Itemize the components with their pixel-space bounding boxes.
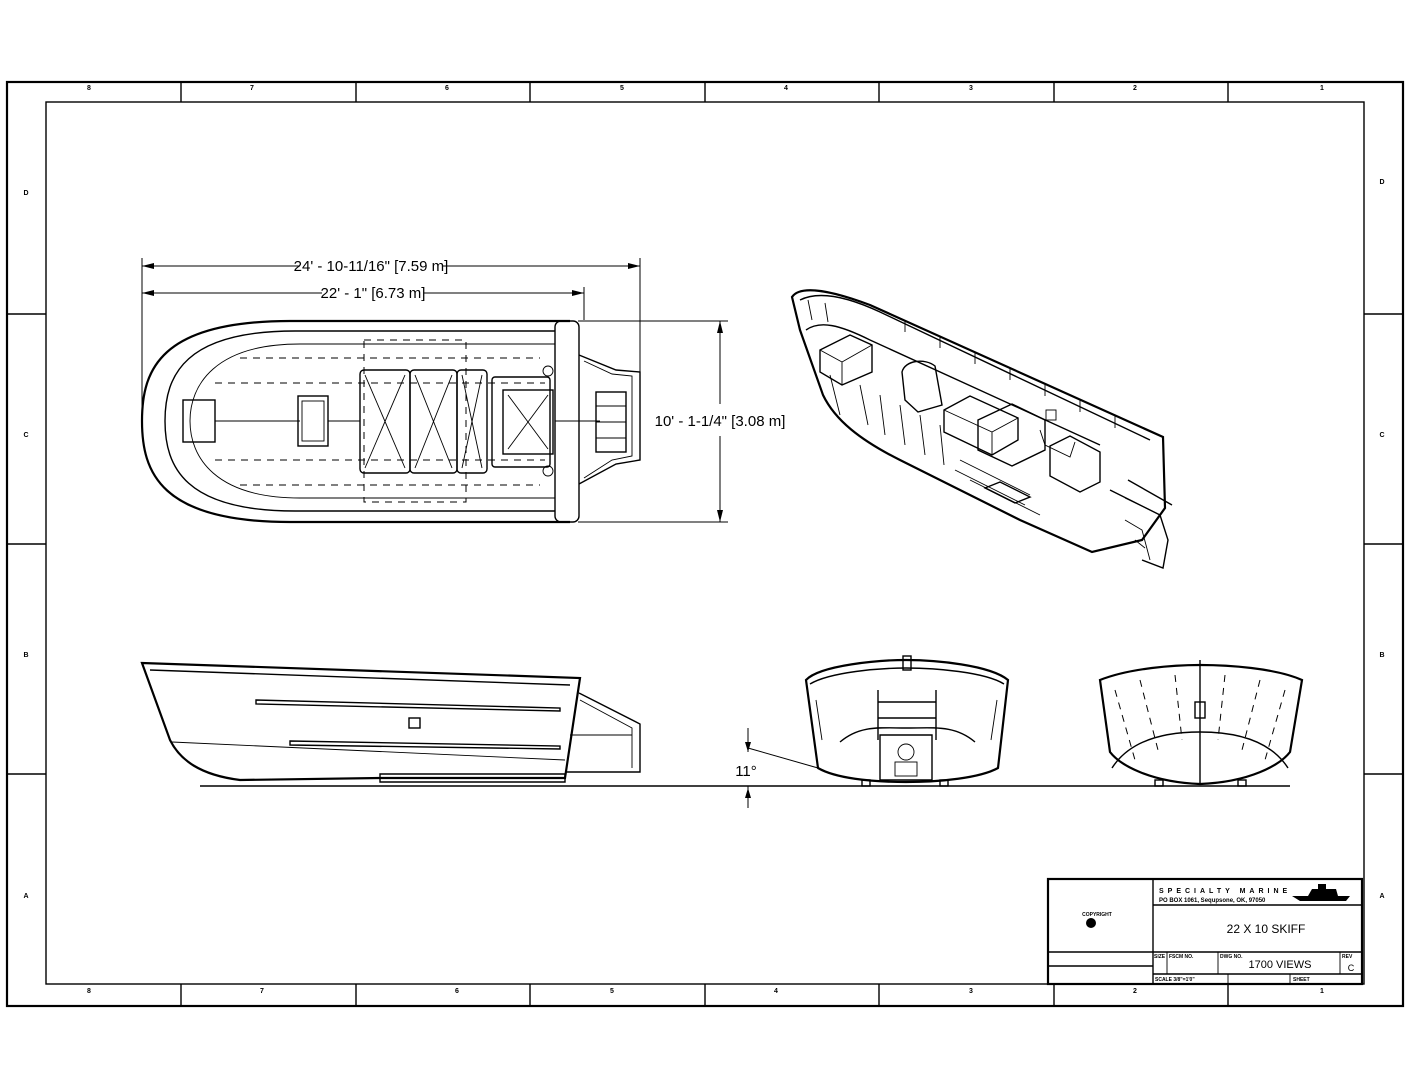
zone-row-label: C [23,432,28,439]
zone-col-label: 8 [87,988,91,995]
zone-col-label: 1 [1320,85,1324,92]
beam-dimension: 10' - 1-1/4" [3.08 m] [578,320,786,523]
scale-label: SCALE 3/8"=1'0" [1155,977,1195,983]
deadrise-annotation: 11° [200,728,1290,808]
zone-row-label: D [23,190,28,197]
zone-col-label: 7 [260,988,264,995]
zone-col-label: 1 [1320,988,1324,995]
zone-col-label: 5 [620,85,624,92]
deadrise-angle-text: 11° [735,763,757,780]
zone-col-label: 2 [1133,988,1137,995]
title-block: SPECIALTY MARINE PO BOX 1061, Sequpsone,… [1046,877,1364,986]
length-dimensions: 24' - 10-11/16" [7.59 m] 22' - 1" [6.73 … [141,258,641,408]
copyright-label: COPYRIGHT [1082,912,1112,918]
copyright-seal-icon [1086,918,1096,928]
plan-view [140,319,641,524]
zone-row-label: A [1379,893,1384,900]
zone-col-label: 3 [969,85,973,92]
sheet-label: SHEET [1293,977,1310,983]
bow-view [1098,660,1304,787]
zone-row-label: B [23,652,28,659]
zone-col-label: 8 [87,85,91,92]
zone-col-label: 2 [1133,85,1137,92]
zone-col-label: 7 [250,85,254,92]
company-address: PO BOX 1061, Sequpsone, OK, 97050 [1159,898,1266,904]
zone-row-label: C [1379,432,1384,439]
overall-length-dimension: 24' - 10-11/16" [7.59 m] [294,258,449,275]
drawing-number: 1700 VIEWS [1249,959,1312,971]
rev-label: REV [1342,954,1353,960]
zone-row-label: D [1379,179,1384,186]
size-label: SIZE [1154,954,1166,960]
zone-col-label: 5 [610,988,614,995]
stern-view [804,655,1010,787]
zone-col-label: 6 [455,988,459,995]
sheet-border: 8 7 6 5 4 3 2 1 8 7 6 5 4 3 2 1 D C B A … [5,80,1405,1008]
zone-col-label: 4 [774,988,778,995]
zone-col-label: 3 [969,988,973,995]
beam-dimension-text: 10' - 1-1/4" [3.08 m] [655,413,786,430]
hull-length-dimension: 22' - 1" [6.73 m] [321,285,426,302]
fscm-label: FSCM NO. [1169,954,1194,960]
zone-col-label: 6 [445,85,449,92]
isometric-view [790,289,1173,569]
dwg-no-label: DWG NO. [1220,954,1243,960]
drawing-title: 22 X 10 SKIFF [1227,922,1306,936]
company-logo-boat-icon [1292,884,1350,901]
zone-col-label: 4 [784,85,788,92]
side-profile-view [140,661,641,783]
zone-row-label: B [1379,652,1384,659]
company-name: SPECIALTY MARINE [1159,888,1291,895]
revision-letter: C [1348,963,1355,973]
zone-row-label: A [23,893,28,900]
